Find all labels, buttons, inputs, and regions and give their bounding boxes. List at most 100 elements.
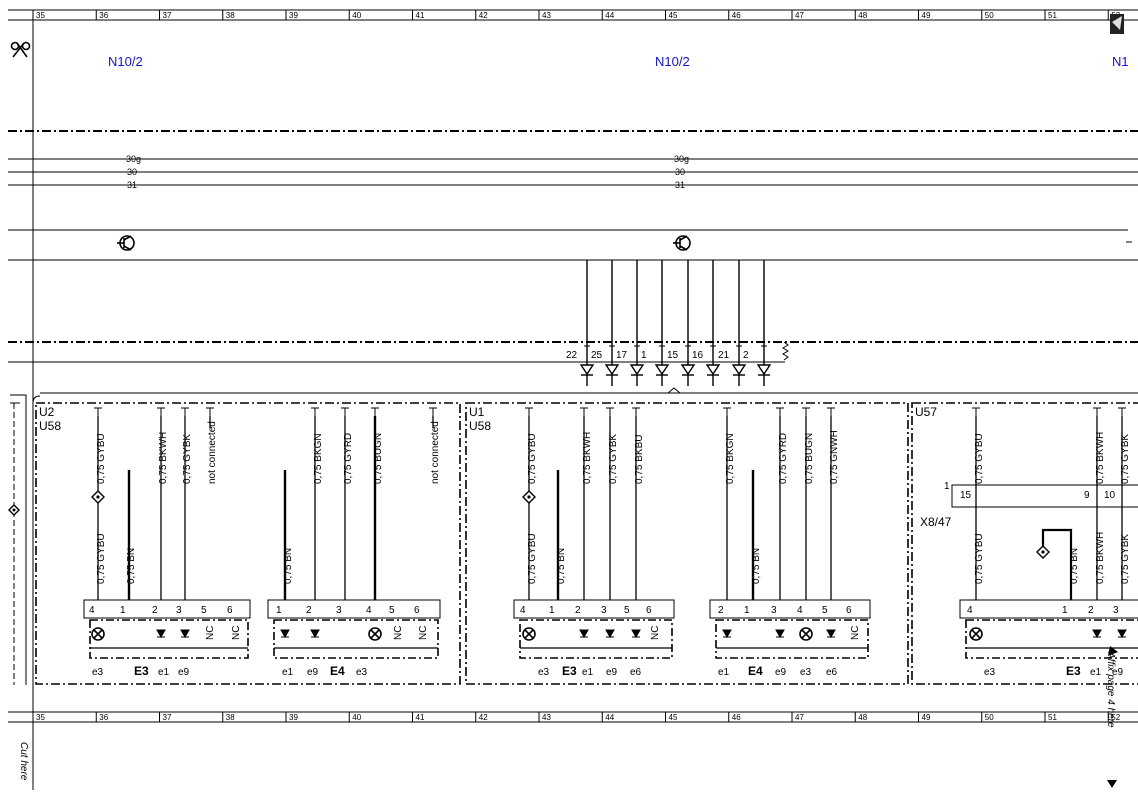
- lamp-label: e3: [984, 667, 996, 678]
- pin-label: 6: [414, 605, 420, 616]
- nc-label: NC: [650, 626, 661, 640]
- wire-label: not connected: [207, 421, 218, 484]
- lamp-label: e1: [158, 667, 170, 678]
- header-ref-n10-2-left: N10/2: [108, 54, 143, 69]
- wire-label: 0,75 GYBU: [527, 533, 538, 584]
- wire-label: 0,75 BN: [283, 548, 294, 584]
- ruler-label: 45: [669, 713, 678, 722]
- wire-label: 0,75 GYRD: [343, 433, 354, 484]
- nc-label: NC: [850, 626, 861, 640]
- wire-label: 0,75 GYBK: [182, 434, 193, 484]
- connector-pin-label: 22: [566, 350, 578, 361]
- led-icon: [1117, 629, 1127, 639]
- wire-label: 0,75 GYBU: [974, 433, 985, 484]
- ruler-label: 42: [479, 713, 488, 722]
- diode-icon: [705, 364, 721, 376]
- pin-label: 6: [846, 605, 852, 616]
- header-ref-n10-2-center: N10/2: [655, 54, 690, 69]
- pin-label: 1: [744, 605, 750, 616]
- ruler-label: 44: [605, 713, 614, 722]
- page-corner-icon: [1110, 14, 1124, 34]
- pin-label: 3: [1113, 605, 1119, 616]
- affix-page-label: Affix page 4 here: [1105, 651, 1116, 728]
- supply-bus: [8, 158, 1138, 186]
- lamp-frame: [89, 619, 249, 659]
- led-icon: [310, 629, 320, 639]
- led-icon: [280, 629, 290, 639]
- wire-label: 0,75 GYBU: [96, 533, 107, 584]
- block-name: E4: [748, 664, 763, 678]
- pin-label: 2: [1088, 605, 1094, 616]
- nc-label: NC: [231, 626, 242, 640]
- lamp-label: e9: [606, 667, 618, 678]
- ruler-label: 35: [36, 11, 45, 20]
- wire-label: 0,75 BUGN: [804, 433, 815, 484]
- lamp-label: e3: [356, 667, 368, 678]
- ruler-label: 40: [352, 713, 361, 722]
- ruler-label: 50: [985, 713, 994, 722]
- diode-icon: [629, 364, 645, 376]
- connector-body: [83, 599, 251, 619]
- ruler-label: 49: [922, 713, 931, 722]
- diode-icon: [680, 364, 696, 376]
- pin-label: 2: [152, 605, 158, 616]
- bus-label-30g-center: 30g: [674, 154, 689, 164]
- block-name: E3: [134, 664, 149, 678]
- lamp-icon: [91, 627, 105, 641]
- lamp-label: e3: [800, 667, 812, 678]
- lamp-icon: [799, 627, 813, 641]
- connector-pin-label: 10: [1104, 490, 1116, 501]
- wire-label: 0,75 GNWH: [829, 430, 840, 484]
- wire-label: 0,75 BN: [556, 548, 567, 584]
- lamp-icon: [368, 627, 382, 641]
- wire-label: 0,75 GYRD: [778, 433, 789, 484]
- module-id: U2: [39, 405, 55, 419]
- lamp-label: e1: [582, 667, 594, 678]
- wire-label: 0,75 BKGN: [725, 433, 736, 484]
- ruler-label: 43: [542, 713, 551, 722]
- break-mark: [782, 341, 789, 361]
- module-frame: [911, 402, 1138, 685]
- ruler-label: 36: [99, 713, 108, 722]
- left-bracket: [10, 394, 41, 685]
- wire-label: not connected: [430, 421, 441, 484]
- ruler-label: 48: [858, 11, 867, 20]
- pin-label: 3: [176, 605, 182, 616]
- ruler-label: 45: [669, 11, 678, 20]
- lamp-label: e6: [630, 667, 642, 678]
- ruler-label: 46: [732, 11, 741, 20]
- bus-label-30-left: 30: [127, 167, 137, 177]
- ruler-label: 35: [36, 713, 45, 722]
- pin-label: 5: [389, 605, 395, 616]
- arrow-down-icon: [1107, 780, 1117, 788]
- connector-pin-label: 21: [718, 350, 730, 361]
- ruler-label: 38: [226, 713, 235, 722]
- lamp-frame: [965, 619, 1138, 659]
- wire-label: 0,75 BKBU: [634, 435, 645, 484]
- connector-pin-label: 17: [616, 350, 628, 361]
- lamp-label: e1: [718, 667, 730, 678]
- bus-label-31-left: 31: [127, 180, 137, 190]
- led-icon: [775, 629, 785, 639]
- pin-label: 2: [575, 605, 581, 616]
- splice-dot: [96, 495, 100, 499]
- wire-label: 0,75 GYBU: [96, 433, 107, 484]
- transistor-icon: [673, 235, 691, 251]
- connector-pin-label: 16: [692, 350, 704, 361]
- lamp-frame: [715, 619, 869, 659]
- pin-label: 3: [771, 605, 777, 616]
- nc-label: NC: [393, 626, 404, 640]
- pin-label: 1: [549, 605, 555, 616]
- connector-body: [959, 599, 1138, 619]
- bus-label-30-center: 30: [675, 167, 685, 177]
- lamp-label: e1: [282, 667, 294, 678]
- ruler-label: 48: [858, 713, 867, 722]
- module-frame: [35, 402, 461, 685]
- connector-body: [267, 599, 441, 619]
- header-ref-n1: N1: [1112, 54, 1129, 69]
